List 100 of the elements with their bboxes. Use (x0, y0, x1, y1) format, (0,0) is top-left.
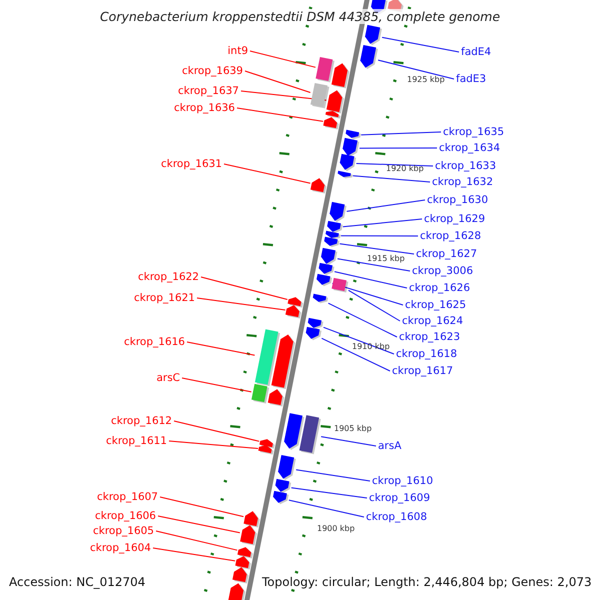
leader-line (323, 326, 394, 354)
gene-pentagon (365, 24, 382, 46)
leader-line (337, 258, 410, 272)
leader-line (160, 496, 244, 518)
leader-line (320, 436, 376, 446)
gene-pentagon (258, 445, 274, 455)
gene-pentagon (310, 178, 326, 194)
gene-block (299, 415, 321, 454)
leader-line (224, 164, 311, 184)
leader-line (168, 440, 258, 449)
gene-label: ckrop_1627 (416, 248, 478, 260)
scale-label: 1910 kbp (352, 342, 390, 351)
leader-line (250, 50, 316, 68)
leader-line (158, 516, 240, 534)
gene-label: ckrop_1631 (160, 158, 222, 170)
scale-label: 1920 kbp (386, 164, 424, 173)
leader-line (290, 487, 368, 498)
gene-label: ckrop_1604 (90, 542, 151, 554)
gene-label: ckrop_3006 (412, 264, 474, 278)
gene-pentagon (316, 274, 332, 286)
leader-line (156, 530, 238, 551)
gene-label: ckrop_1616 (124, 336, 185, 348)
gene-pentagon (308, 318, 324, 330)
gene-label: ckrop_1623 (399, 330, 460, 344)
leader-line (348, 290, 400, 322)
scale-label: 1900 kbp (317, 524, 355, 533)
gene-pentagon (325, 111, 340, 119)
leader-line (356, 163, 434, 166)
gene-label: ckrop_1608 (366, 510, 428, 524)
leader-line (339, 243, 414, 254)
gene-pentagon (360, 44, 378, 70)
scale-label: 1905 kbp (334, 424, 372, 433)
gene-pentagon (268, 389, 284, 406)
scale-label: 1925 kbp (407, 75, 445, 84)
leader-line (196, 298, 286, 310)
gene-label: ckrop_1610 (372, 474, 434, 488)
gene-pentagon (288, 297, 304, 308)
gene-pentagon (227, 583, 246, 600)
gene-label: ckrop_1630 (427, 194, 488, 206)
leader-line (340, 235, 418, 236)
gene-label: ckrop_1633 (435, 160, 496, 172)
leader-line (200, 276, 288, 300)
gene-label: ckrop_1609 (369, 492, 430, 504)
gene-label: ckrop_1607 (96, 490, 158, 504)
leader-line (346, 200, 426, 212)
footer-text: Accession: NC_012704 (9, 575, 146, 589)
gene-label: int9 (228, 44, 248, 58)
gene-pentagon (346, 130, 361, 140)
gene-label: ckrop_1612 (110, 414, 172, 428)
gene-label: ckrop_1605 (92, 524, 154, 538)
gene-label: ckrop_1628 (420, 230, 482, 242)
gene-pentagon (244, 511, 260, 528)
gene-block (251, 384, 270, 404)
leader-line (321, 338, 390, 372)
gene-pentagon (338, 170, 353, 178)
gene-pentagon (318, 262, 334, 276)
leader-line (352, 175, 430, 182)
gene-pentagon (237, 547, 253, 559)
leader-line (152, 548, 236, 562)
gene-label: arsC (156, 372, 180, 384)
gene-label: ckrop_1624 (402, 314, 464, 328)
gene-block (310, 82, 330, 108)
gene-pentagon (306, 326, 322, 340)
leader-line (328, 302, 398, 338)
gene-pentagon (273, 490, 289, 504)
gene-block (316, 56, 334, 82)
gene-pentagon (235, 556, 251, 570)
gene-label: ckrop_1636 (174, 102, 235, 114)
gene-label: ckrop_1634 (439, 142, 500, 154)
leader-line (244, 70, 311, 93)
gene-label: arsA (378, 440, 402, 452)
gene-label: ckrop_1626 (409, 282, 470, 294)
gene-pentagon (312, 294, 328, 304)
scale-label: 1915 kbp (367, 254, 405, 263)
footer-text: Topology: circular; Length: 2,446,804 bp; Genes: 2,073 (262, 575, 592, 589)
gene-label: ckrop_1635 (443, 126, 504, 138)
leader-line (174, 420, 260, 442)
gene-label: fadE4 (461, 46, 492, 58)
gene-block (332, 278, 348, 293)
gene-pentagon (285, 305, 302, 319)
gene-pentagon (324, 236, 340, 248)
leader-line (236, 108, 324, 122)
gene-pentagon (232, 567, 249, 584)
leader-line (378, 60, 454, 80)
gene-label: ckrop_1618 (396, 348, 458, 360)
gene-label: ckrop_1632 (432, 176, 494, 188)
gene-label: ckrop_1625 (405, 298, 466, 312)
gene-label: ckrop_1639 (182, 64, 243, 78)
leader-line (288, 500, 364, 518)
leader-line (182, 378, 252, 392)
leader-line (359, 148, 438, 149)
leader-line (342, 218, 422, 228)
gene-label: ckrop_1621 (134, 292, 195, 304)
gene-label: ckrop_1629 (424, 212, 486, 226)
gene-label: ckrop_1611 (106, 434, 167, 448)
leader-line (334, 271, 408, 288)
gene-label: ckrop_1637 (178, 84, 239, 98)
gene-label: fadE3 (456, 72, 486, 86)
leader-line (296, 469, 370, 482)
title: Corynebacterium kroppenstedtii DSM 44385, complete genome (100, 9, 500, 24)
